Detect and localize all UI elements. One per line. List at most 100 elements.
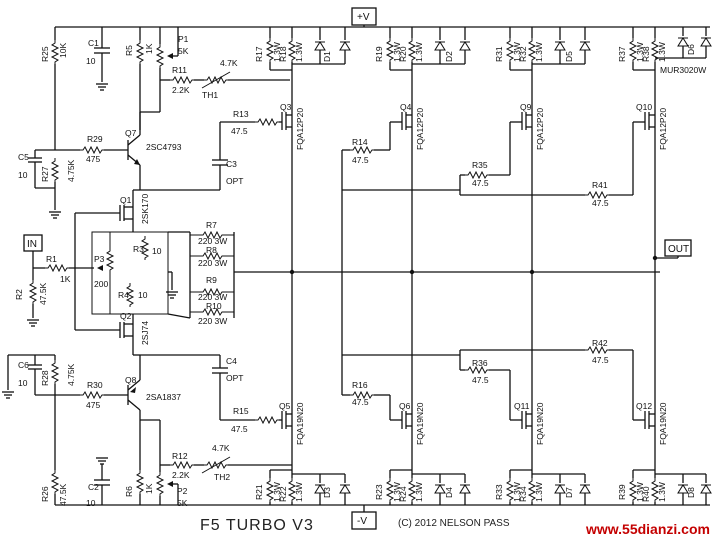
r24-label: R24 <box>398 486 408 502</box>
vplus-label: +V <box>357 12 370 23</box>
q4-mosfet: Q4 FQA12P20 <box>389 102 425 150</box>
q12-mosfet: Q12 FQA19N20 <box>633 401 668 445</box>
r23-label: R23 <box>374 484 384 500</box>
r8-label: R8 <box>206 245 217 255</box>
th2-value: 4.7K <box>212 443 230 453</box>
r42-value: 47.5 <box>592 355 609 365</box>
th2-label: TH2 <box>214 472 230 482</box>
r14-value: 47.5 <box>352 155 369 165</box>
r15-label: R15 <box>233 406 249 416</box>
svg-text:1.3W: 1.3W <box>635 482 645 502</box>
d3-label: D3 <box>322 487 332 498</box>
d1-label: D1 <box>322 51 332 62</box>
d2-label: D2 <box>444 51 454 62</box>
svg-text:FQA19N20: FQA19N20 <box>415 402 425 445</box>
r36-label: R36 <box>472 358 488 368</box>
r9-value: 220 3W <box>198 292 227 302</box>
r38-label: R38 <box>641 46 651 62</box>
vminus-label: -V <box>357 516 367 527</box>
svg-text:Q5: Q5 <box>279 401 291 411</box>
r4-label: R4 <box>118 290 129 300</box>
th1-value: 4.7K <box>220 58 238 68</box>
svg-text:1.3W: 1.3W <box>512 482 522 502</box>
svg-text:FQA12P20: FQA12P20 <box>295 108 305 150</box>
svg-text:1.3W: 1.3W <box>534 482 544 502</box>
q2-label: Q2 <box>120 311 132 321</box>
lower-col-4: R39 1.3W R40 1.3W D8 <box>617 469 712 505</box>
svg-text:1.3W: 1.3W <box>635 42 645 62</box>
r16-value: 47.5 <box>352 397 369 407</box>
r14-label: R14 <box>352 137 368 147</box>
q9-mosfet: Q9 FQA12P20 <box>509 102 545 175</box>
q6-mosfet: Q6 FQA19N20 <box>390 401 425 445</box>
r41-value: 47.5 <box>592 198 609 208</box>
c1-value: 10 <box>86 56 96 66</box>
r21-label: R21 <box>254 484 264 500</box>
svg-text:1.3W: 1.3W <box>294 482 304 502</box>
c6-label: C6 <box>18 360 29 370</box>
svg-text:FQA19N20: FQA19N20 <box>295 402 305 445</box>
r10-value: 220 3W <box>198 316 227 326</box>
r5-value: 1K <box>144 43 154 54</box>
svg-text:1.3W: 1.3W <box>512 42 522 62</box>
r31-label: R31 <box>494 46 504 62</box>
r28-value: 4.75K <box>66 363 76 386</box>
r17-label: R17 <box>254 46 264 62</box>
svg-text:1.3W: 1.3W <box>294 42 304 62</box>
r4-value: 10 <box>138 290 148 300</box>
svg-text:1.3W: 1.3W <box>657 482 667 502</box>
r18-label: R18 <box>278 46 288 62</box>
p2-label: P2 <box>177 486 188 496</box>
r7-value: 220 3W <box>198 236 227 246</box>
r40-label: R40 <box>641 486 651 502</box>
r12-label: R12 <box>172 451 188 461</box>
r25-value: 10K <box>58 43 68 58</box>
r16-label: R16 <box>352 380 368 390</box>
svg-text:Q12: Q12 <box>636 401 652 411</box>
q7-label: Q7 <box>125 128 137 138</box>
copyright-text: (C) 2012 NELSON PASS <box>398 518 510 529</box>
r42-label: R42 <box>592 338 608 348</box>
q1-type: 2SK170 <box>140 193 150 224</box>
svg-text:1.3W: 1.3W <box>392 482 402 502</box>
p2-value: 5K <box>177 498 188 508</box>
in-label: IN <box>27 239 37 250</box>
c2-value: 10 <box>86 498 96 508</box>
r20-label: R20 <box>398 46 408 62</box>
r33-label: R33 <box>494 484 504 500</box>
upper-col-3: R31 1.3W R32 1.3W D5 <box>494 27 591 80</box>
c4-label: C4 <box>226 356 237 366</box>
svg-text:Q10: Q10 <box>636 102 652 112</box>
svg-text:FQA12P20: FQA12P20 <box>415 108 425 150</box>
r27-label: R27 <box>40 166 50 182</box>
c2-label: C2 <box>88 482 99 492</box>
c5-value: 10 <box>18 170 28 180</box>
r30-label: R30 <box>87 380 103 390</box>
r35-label: R35 <box>472 160 488 170</box>
p3-label: P3 <box>94 254 105 264</box>
r2-label: R2 <box>14 289 24 300</box>
r34-label: R34 <box>518 486 528 502</box>
r7-label: R7 <box>206 220 217 230</box>
r32-label: R32 <box>518 46 528 62</box>
r28-label: R28 <box>40 370 50 386</box>
lower-col-1: R21 1.3W R22 1.3W D3 <box>254 469 351 505</box>
r27-value: 4.75K <box>66 159 76 182</box>
d6-label: D6 <box>686 44 696 55</box>
svg-text:1.3W: 1.3W <box>534 42 544 62</box>
q1-label: Q1 <box>120 195 132 205</box>
lower-col-2: R23 1.3W R24 1.3W D4 <box>374 469 471 505</box>
r3-value: 10 <box>152 246 162 256</box>
p3-value: 200 <box>94 279 108 289</box>
svg-text:1.3W: 1.3W <box>414 42 424 62</box>
r6-label: R6 <box>124 486 134 497</box>
r15-value: 47.5 <box>231 424 248 434</box>
svg-text:1.3W: 1.3W <box>272 482 282 502</box>
r13-label: R13 <box>233 109 249 119</box>
r37-label: R37 <box>617 46 627 62</box>
upper-col-4: R37 1.3W R38 1.3W D6 MUR3020W <box>617 27 712 80</box>
svg-text:Q11: Q11 <box>514 401 530 411</box>
d5-label: D5 <box>564 51 574 62</box>
lower-col-3: R33 1.3W R34 1.3W D7 <box>494 469 591 505</box>
